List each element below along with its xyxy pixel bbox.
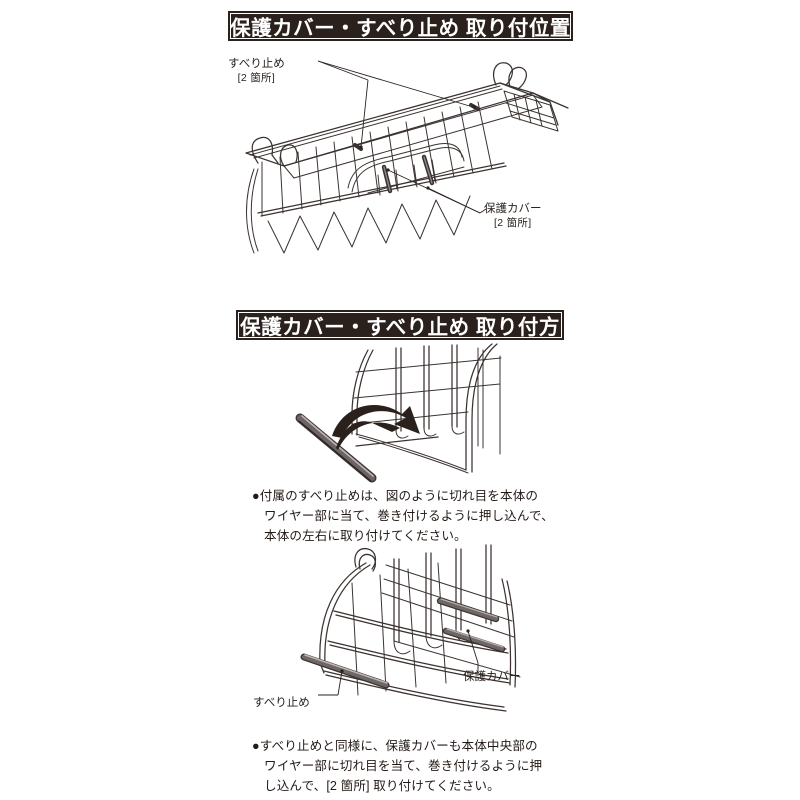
callout-label-text: すべり止め	[228, 58, 285, 70]
leader-line-slip-stop-2	[318, 670, 343, 696]
basket-bottom-fins	[267, 195, 471, 254]
basket-inner-divider-rack	[347, 143, 465, 196]
basket-left-foot	[246, 168, 259, 254]
section-banner-installation-position: 保護カバー・すべり止め 取り付位置	[228, 11, 573, 41]
basket-top-rail	[245, 82, 569, 167]
callout-slip-stop-position: すべり止め [2 箇所]	[228, 57, 285, 86]
basket-left-hook	[251, 136, 298, 167]
callout-count-note: [2 箇所]	[494, 217, 532, 230]
step-1-line-3: 本体の左右に取り付けてください。	[264, 528, 467, 543]
basket-rear-uprights	[393, 544, 492, 643]
basket-right-outer-rail	[501, 578, 517, 688]
slip-stop-sleeve-front	[300, 653, 390, 689]
callout-protective-cover-position: 保護カバー [2 箇所]	[484, 202, 542, 231]
banner-title-text: 保護カバー・すべり止め 取り付位置	[230, 17, 571, 40]
protective-cover-sleeve-left	[381, 164, 393, 194]
callout-count-note: [2 箇所]	[237, 72, 276, 85]
basket-right-uprights	[477, 347, 501, 455]
leader-dot-markers-2	[340, 629, 470, 673]
figure-slip-stop-attach-detail	[295, 342, 546, 487]
basket-right-side-lattice	[503, 90, 559, 132]
step-2-line-1: ●すべり止めと同様に、保護カバーも本体中央部の	[252, 739, 538, 753]
basket-cross-rails	[352, 357, 502, 474]
basket-right-diagonal-lattice	[381, 564, 521, 678]
callout-protective-cover-method: 保護カバー	[463, 670, 521, 685]
step-1-line-1: ●付属のすべり止めは、図のように切れ目を本体の	[252, 489, 539, 503]
protective-cover-sleeve-right	[421, 154, 435, 186]
basket-front-bottom-rail	[257, 162, 507, 217]
step-2-instruction-text: ●すべり止めと同様に、保護カバーも本体中央部の ワイヤー部に切れ目を当て、巻き付…	[252, 737, 582, 797]
basket-rear-rail	[283, 94, 543, 179]
step-1-line-2: ワイヤー部に当て、巻き付けるように押し込んで、	[264, 508, 554, 523]
figure-protective-cover-attach-detail	[290, 544, 546, 712]
leader-line-slip-stop	[317, 60, 474, 148]
basket-front-vertical-wires	[261, 101, 493, 216]
section-banner-installation-method: 保護カバー・すべり止め 取り付方	[236, 310, 564, 340]
target-wire-segment	[355, 436, 439, 447]
figure-wire-basket-overview	[228, 45, 578, 260]
basket-outer-curve	[465, 343, 498, 473]
basket-right-hook	[493, 62, 527, 90]
insertion-arrow-icon	[332, 405, 420, 450]
leader-line-protective-cover	[387, 169, 487, 214]
protective-cover-sleeve-b	[442, 627, 506, 653]
callout-label-text: 保護カバー	[484, 203, 542, 215]
rail-dot-markers	[359, 105, 476, 190]
leader-line-protective-cover-2	[467, 630, 479, 673]
callout-slip-stop-method: すべり止め	[253, 696, 310, 711]
protective-cover-sleeve-a	[436, 597, 500, 623]
slip-stop-sleeve-left	[353, 143, 363, 151]
step-2-line-2: ワイヤー部に切れ目を当て、巻き付けるように押	[264, 758, 543, 773]
step-2-line-3: し込んで、[2 箇所] 取り付けてください。	[264, 778, 500, 793]
basket-top-rail-inner	[249, 85, 503, 159]
callout-label-text: 保護カバー	[463, 671, 521, 683]
basket-handle-loop	[354, 548, 377, 572]
basket-wire-feet	[395, 425, 465, 439]
callout-label-text: すべり止め	[253, 697, 310, 709]
banner-title-text: 保護カバー・すべり止め 取り付方	[240, 316, 560, 339]
step-1-instruction-text: ●付属のすべり止めは、図のように切れ目を本体の ワイヤー部に当て、巻き付けるよう…	[252, 487, 582, 547]
